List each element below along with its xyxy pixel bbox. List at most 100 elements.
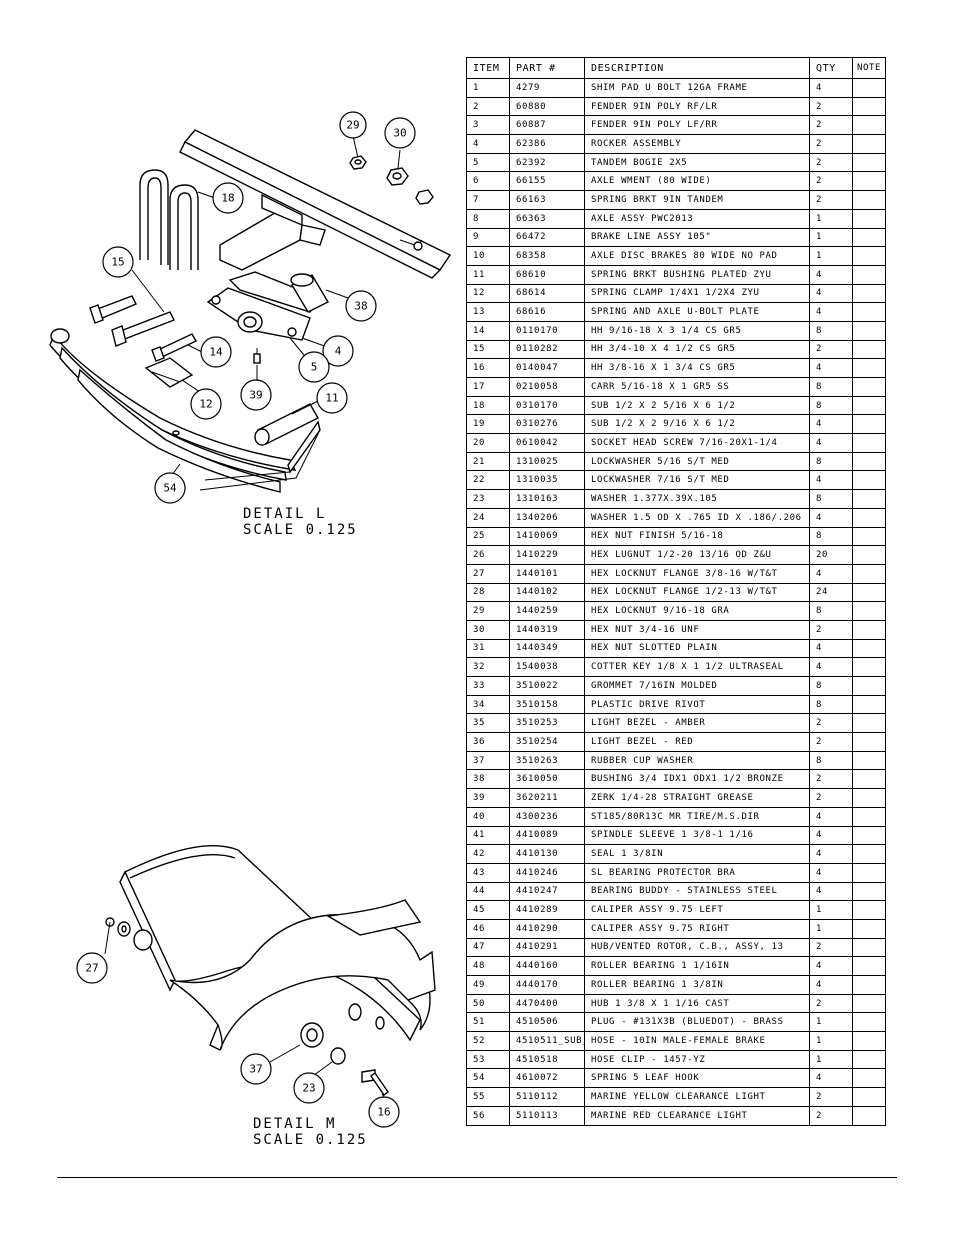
cell-description: HH 3/4-10 X 4 1/2 CS GR5 [584,339,810,360]
cell-item: 12 [466,283,510,304]
cell-description: SUB 1/2 X 2 9/16 X 6 1/2 [584,414,810,435]
cell-item: 19 [466,414,510,435]
cell-description: MARINE YELLOW CLEARANCE LIGHT [584,1087,810,1107]
callout-18: 18 [212,182,244,214]
cell-item: 39 [466,788,510,808]
cell-qty: 1 [809,1049,853,1070]
cell-qty: 2 [809,732,853,752]
cell-part-number: 3510022 [509,676,585,696]
nuts [349,155,434,205]
cell-note [852,451,886,472]
cell-item: 43 [466,862,510,883]
cell-note [852,956,886,976]
cell-description: SEAL 1 3/8IN [584,844,810,864]
cell-item: 4 [466,134,510,154]
cell-qty: 2 [809,937,853,958]
cell-description: SPRING BRKT BUSHING PLATED ZYU [584,264,810,285]
header-note: NOTE [852,57,886,79]
cell-qty: 4 [809,881,853,902]
callout-11: 11 [316,382,348,414]
cell-note [852,806,886,827]
cell-part-number: 1340206 [509,507,585,528]
cell-qty: 20 [809,545,853,565]
cell-item: 14 [466,320,510,341]
svg-text:29: 29 [346,119,359,132]
cell-note [852,881,886,902]
cell-qty: 1 [809,918,853,939]
cell-description: AXLE ASSY PWC2013 [584,208,810,229]
cell-qty: 1 [809,208,853,229]
cell-note [852,320,886,341]
detail-l-scale: SCALE 0.125 [243,522,358,538]
cell-item: 30 [466,619,510,640]
cell-item: 16 [466,358,510,378]
bogie-plate [206,271,322,341]
cell-note [852,918,886,939]
header-qty: QTY [809,57,853,79]
cell-qty: 8 [809,526,853,547]
cell-qty: 8 [809,694,853,715]
cell-note [852,1031,886,1051]
cell-part-number: 66155 [509,171,585,192]
cell-note [852,937,886,958]
detail-l-caption: DETAIL L SCALE 0.125 [243,506,358,538]
cell-note [852,657,886,677]
cell-part-number: 60887 [509,115,585,136]
cell-item: 42 [466,844,510,864]
cell-qty: 2 [809,1087,853,1107]
svg-text:54: 54 [163,482,177,495]
cell-qty: 4 [809,956,853,976]
cell-part-number: 0110282 [509,339,585,360]
cell-qty: 4 [809,563,853,584]
cell-description: TANDEM BOGIE 2X5 [584,152,810,173]
svg-text:18: 18 [221,192,234,205]
cell-part-number: 62392 [509,152,585,173]
cell-item: 10 [466,246,510,266]
cell-qty: 2 [809,115,853,136]
frame-rail [179,129,452,279]
cell-note [852,264,886,285]
cell-qty: 2 [809,171,853,192]
cell-qty: 24 [809,582,853,603]
cell-item: 54 [466,1068,510,1089]
cell-description: WASHER 1.377X.39X.105 [584,489,810,509]
cell-description: ZERK 1/4-28 STRAIGHT GREASE [584,788,810,808]
cell-part-number: 3510263 [509,750,585,771]
cell-description: COTTER KEY 1/8 X 1 1/2 ULTRASEAL [584,657,810,677]
cell-item: 32 [466,657,510,677]
hardware-27 [104,917,153,955]
detail-l-drawing: 29 30 18 15 38 14 4 5 39 12 11 54 [49,111,452,504]
cell-part-number: 4300236 [509,806,585,827]
callout-16: 16 [368,1096,400,1128]
cell-part-number: 1440101 [509,563,585,584]
svg-text:14: 14 [209,346,223,359]
cell-qty: 2 [809,1105,853,1126]
callout-4: 4 [322,335,354,367]
cell-part-number: 4410291 [509,937,585,958]
cell-note [852,171,886,192]
cell-part-number: 3510158 [509,694,585,715]
svg-text:38: 38 [354,300,367,313]
svg-text:5: 5 [311,361,318,374]
cell-item: 21 [466,451,510,472]
spring-hanger [199,420,321,491]
cell-qty: 4 [809,414,853,435]
cell-qty: 4 [809,862,853,883]
cell-note [852,507,886,528]
cell-description: ROLLER BEARING 1 3/8IN [584,975,810,995]
cell-description: MARINE RED CLEARANCE LIGHT [584,1105,810,1126]
